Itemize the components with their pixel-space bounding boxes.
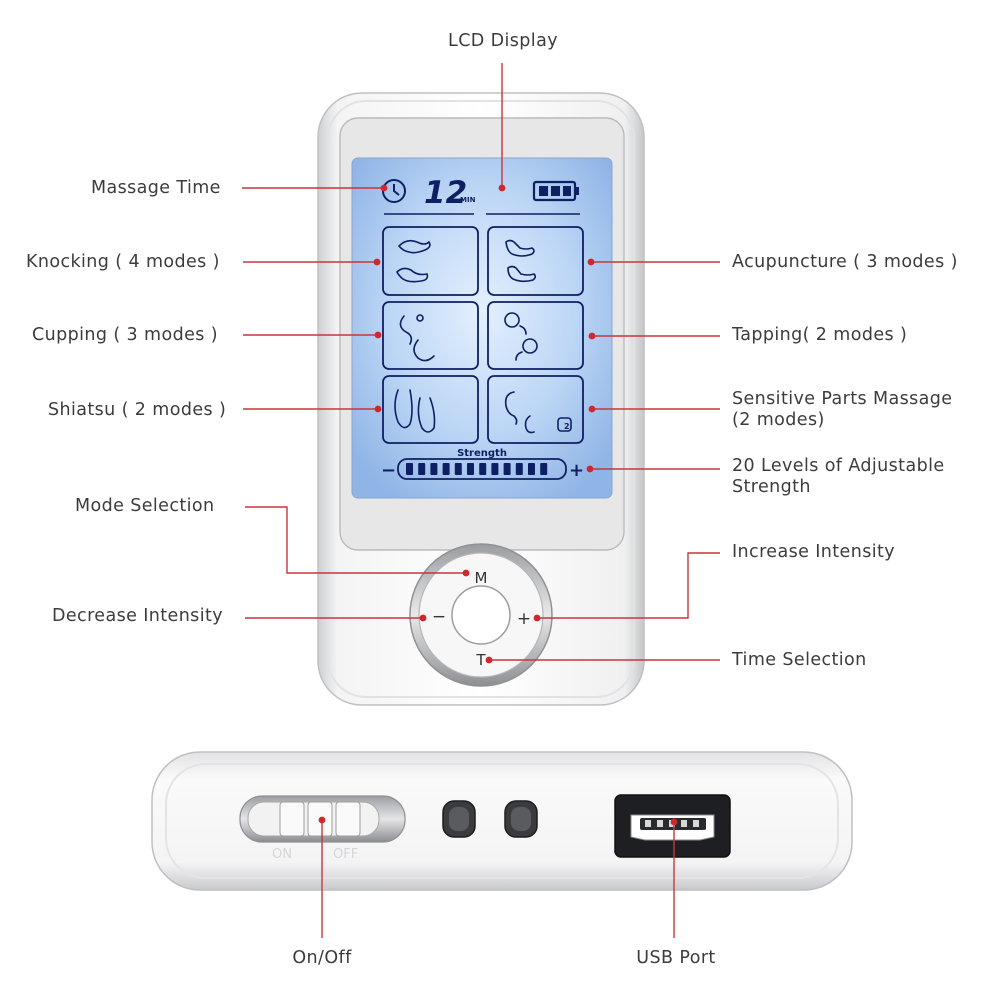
sensitive-ear-icon xyxy=(504,391,572,434)
tapping-icon xyxy=(504,312,538,361)
callout-strength-line1: 20 Levels of Adjustable xyxy=(732,456,945,476)
callout-on-off: On/Off xyxy=(292,948,352,968)
mode-tile-knocking xyxy=(382,226,479,296)
callout-sensitive-line2: (2 modes) xyxy=(732,410,825,430)
callout-acupuncture: Acupuncture ( 3 modes ) xyxy=(732,252,958,272)
lcd-strength-bar xyxy=(397,458,567,480)
minus-key[interactable]: − xyxy=(432,607,446,627)
leader-mode-selection xyxy=(245,506,466,574)
bottom-device: ON OFF xyxy=(151,751,853,891)
lcd-strength-plus: + xyxy=(569,460,584,481)
keypad: M − + T xyxy=(409,543,553,687)
lcd-badge-two: 2 xyxy=(564,422,570,431)
mode-tile-acupuncture xyxy=(487,226,584,296)
callout-time-selection: Time Selection xyxy=(732,650,867,670)
callout-usb-port: USB Port xyxy=(636,948,716,968)
time-key[interactable]: T xyxy=(475,651,486,669)
strength-segment xyxy=(406,463,413,475)
battery-icon xyxy=(532,180,579,202)
callout-cupping: Cupping ( 3 modes ) xyxy=(32,325,218,345)
shiatsu-feet-icon xyxy=(394,389,436,433)
mode-tile-tapping xyxy=(487,301,584,370)
strength-segment xyxy=(418,463,426,475)
keypad-center-button[interactable] xyxy=(451,585,511,645)
mode-key[interactable]: M xyxy=(475,569,488,587)
leader-increase xyxy=(537,552,720,619)
strength-segment xyxy=(467,463,474,475)
switch-off-text: OFF xyxy=(333,847,358,862)
strength-segment xyxy=(430,463,438,475)
callout-tapping: Tapping( 2 modes ) xyxy=(732,325,908,345)
plus-key[interactable]: + xyxy=(517,609,531,629)
strength-segment xyxy=(442,463,450,475)
callout-shiatsu: Shiatsu ( 2 modes ) xyxy=(48,400,227,420)
front-device: 12 MIN xyxy=(317,92,645,706)
switch-on-text: ON xyxy=(272,847,292,862)
lcd-time-unit: MIN xyxy=(460,196,476,204)
leader-lines xyxy=(242,63,720,938)
callout-sensitive-parts: Sensitive Parts Massage (2 modes) xyxy=(732,389,952,431)
callout-increase-intensity: Increase Intensity xyxy=(732,542,895,562)
callout-massage-time: Massage Time xyxy=(91,178,221,198)
lcd-strength-segments xyxy=(406,463,548,475)
cupping-icon xyxy=(399,314,435,362)
callout-decrease-intensity: Decrease Intensity xyxy=(52,606,223,626)
strength-segment xyxy=(503,463,511,475)
lcd-strength-minus: − xyxy=(381,460,396,481)
strength-segment xyxy=(515,463,523,475)
callout-mode-selection: Mode Selection xyxy=(75,496,215,516)
mode-tile-sensitive xyxy=(487,375,584,444)
callout-knocking: Knocking ( 4 modes ) xyxy=(26,252,220,272)
mode-tile-cupping xyxy=(382,301,479,370)
strength-segment xyxy=(540,463,548,475)
callout-sensitive-line1: Sensitive Parts Massage xyxy=(732,389,953,409)
acupuncture-hand-icon xyxy=(505,239,537,283)
strength-segment xyxy=(528,463,535,475)
callout-strength-levels: 20 Levels of Adjustable Strength xyxy=(732,456,945,498)
lcd-time-value: 12 xyxy=(424,175,467,211)
strength-segment xyxy=(479,463,487,475)
lcd-strength-label: Strength xyxy=(457,448,507,459)
lcd-screen xyxy=(351,157,613,499)
strength-segment xyxy=(454,463,462,475)
mode-tile-shiatsu xyxy=(382,375,479,444)
strength-segment xyxy=(491,463,499,475)
callout-lcd-display: LCD Display xyxy=(448,31,558,51)
knocking-hand-icon xyxy=(396,239,431,283)
callout-strength-line2: Strength xyxy=(732,477,811,497)
